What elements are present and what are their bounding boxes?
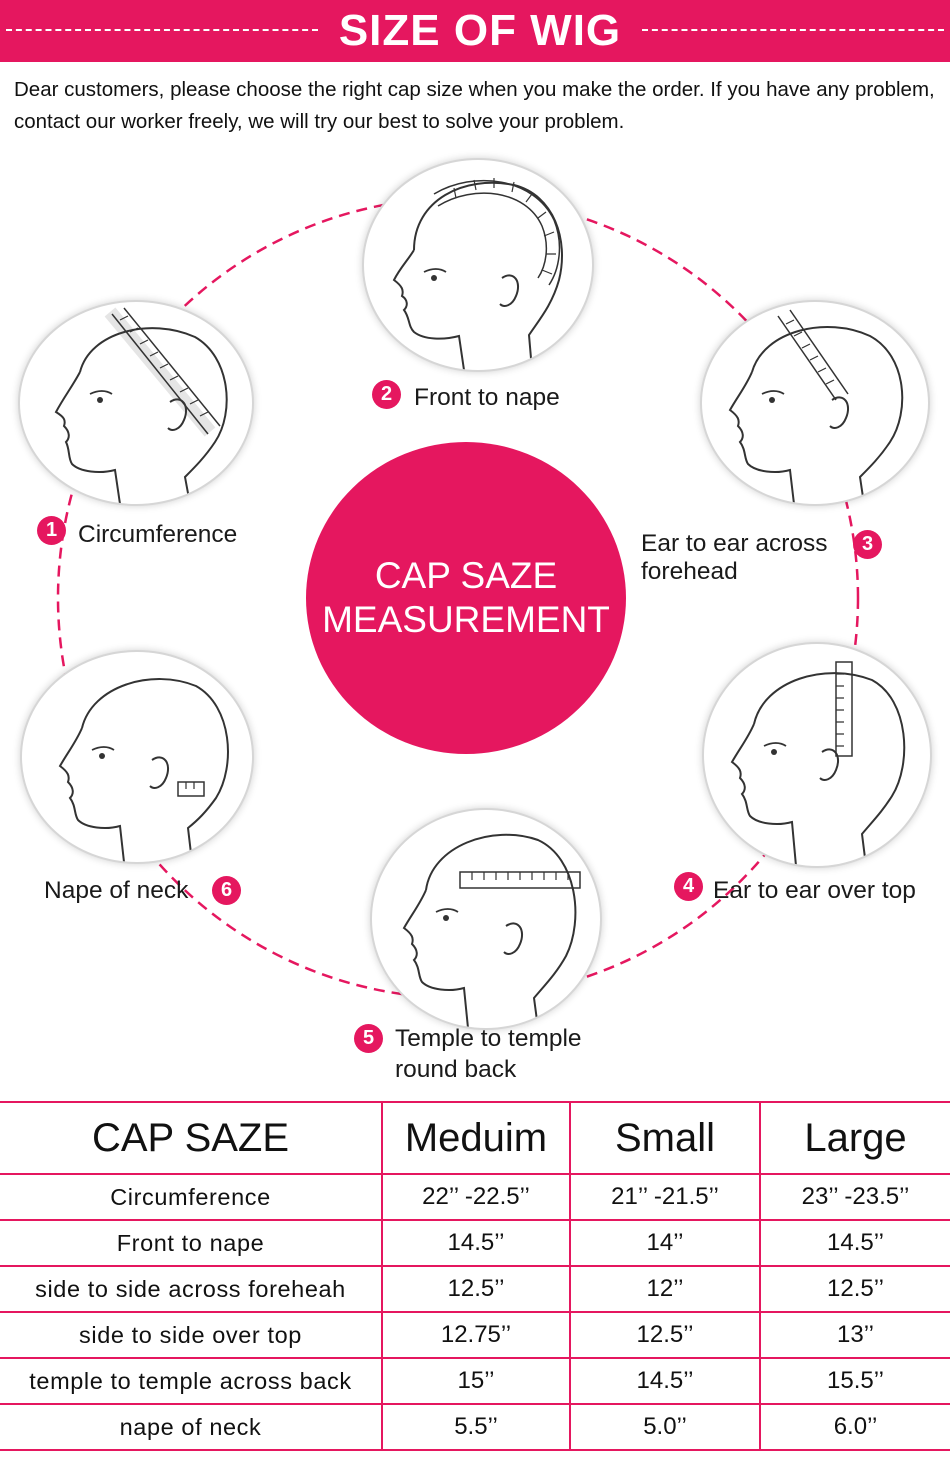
table-row: Front to nape 14.5’’ 14’’ 14.5’’ [0, 1219, 950, 1267]
table-row: Circumference 22’’ -22.5’’ 21’’ -21.5’’ … [0, 1173, 950, 1221]
row-label: side to side over top [0, 1311, 383, 1359]
header-medium: Meduim [381, 1101, 571, 1175]
cell-large: 14.5’’ [759, 1219, 950, 1267]
cell-small: 12.5’’ [569, 1311, 761, 1359]
row-label: Front to nape [0, 1219, 383, 1267]
cell-medium: 14.5’’ [381, 1219, 571, 1267]
head-temple-to-temple-illustration [370, 808, 602, 1030]
table-row: side to side over top 12.75’’ 12.5’’ 13’… [0, 1311, 950, 1359]
step-2-badge: 2 [372, 380, 401, 409]
size-table-container: CAP SAZE Meduim Small Large Circumferenc… [0, 1101, 950, 1451]
dashed-ring [56, 196, 860, 1000]
head-circumference-illustration [18, 300, 254, 506]
cell-medium: 12.5’’ [381, 1265, 571, 1313]
cell-medium: 5.5’’ [381, 1403, 571, 1451]
step-4-badge: 4 [674, 872, 703, 901]
step-3-label-line1: Ear to ear across [641, 530, 828, 557]
table-row: temple to temple across back 15’’ 14.5’’… [0, 1357, 950, 1405]
size-table: CAP SAZE Meduim Small Large Circumferenc… [0, 1101, 950, 1451]
header-cap-size: CAP SAZE [0, 1101, 383, 1175]
head-front-to-nape-illustration [362, 158, 594, 372]
cell-large: 23’’ -23.5’’ [759, 1173, 950, 1221]
center-title-line1: CAP SAZE [374, 555, 558, 596]
table-header-row: CAP SAZE Meduim Small Large [0, 1101, 950, 1175]
step-4-label: Ear to ear over top [713, 877, 916, 904]
head-profile-icon [392, 178, 563, 370]
step-3-label-line2: forehead [641, 558, 738, 585]
step-5-label-line2: round back [395, 1056, 517, 1083]
cell-large: 12.5’’ [759, 1265, 950, 1313]
head-profile-icon [54, 307, 228, 504]
cell-small: 14’’ [569, 1219, 761, 1267]
header-dash-right [642, 29, 944, 31]
cell-medium: 15’’ [381, 1357, 571, 1405]
cell-large: 13’’ [759, 1311, 950, 1359]
center-title-line2: MEASUREMENT [322, 599, 610, 640]
cell-large: 15.5’’ [759, 1357, 950, 1405]
step-2-label: Front to nape [414, 384, 560, 411]
step-6-label: Nape of neck [44, 877, 189, 904]
page-title: SIZE OF WIG [338, 6, 622, 55]
table-row: nape of neck 5.5’’ 5.0’’ 6.0’’ [0, 1403, 950, 1451]
header-large: Large [759, 1101, 950, 1175]
row-label: Circumference [0, 1173, 383, 1221]
head-profile-icon [58, 678, 229, 862]
head-profile-icon [402, 833, 581, 1028]
cell-small: 14.5’’ [569, 1357, 761, 1405]
head-profile-icon [730, 661, 906, 866]
table-row: side to side across foreheah 12.5’’ 12’’… [0, 1265, 950, 1313]
header-banner: SIZE OF WIG [0, 0, 950, 62]
step-1-badge: 1 [37, 516, 66, 545]
step-6-badge: 6 [212, 876, 241, 905]
row-label: side to side across foreheah [0, 1265, 383, 1313]
step-3-badge: 3 [853, 530, 882, 559]
intro-text: Dear customers, please choose the right … [14, 78, 935, 133]
header-small: Small [569, 1101, 761, 1175]
head-profile-icon [728, 309, 904, 504]
cell-small: 21’’ -21.5’’ [569, 1173, 761, 1221]
cell-medium: 12.75’’ [381, 1311, 571, 1359]
cell-large: 6.0’’ [759, 1403, 950, 1451]
center-circle: CAP SAZE MEASUREMENT [306, 442, 626, 754]
step-5-label-line1: Temple to temple [395, 1025, 582, 1052]
step-5-badge: 5 [354, 1024, 383, 1053]
head-ear-to-ear-forehead-illustration [700, 300, 930, 506]
step-1-label: Circumference [78, 521, 238, 548]
head-ear-to-ear-top-illustration [702, 642, 932, 868]
row-label: nape of neck [0, 1403, 383, 1451]
cell-small: 5.0’’ [569, 1403, 761, 1451]
row-label: temple to temple across back [0, 1357, 383, 1405]
head-nape-of-neck-illustration [20, 650, 254, 864]
measurement-diagram: CAP SAZE MEASUREMENT [0, 140, 950, 1100]
cell-small: 12’’ [569, 1265, 761, 1313]
cell-medium: 22’’ -22.5’’ [381, 1173, 571, 1221]
header-dash-left [6, 29, 318, 31]
